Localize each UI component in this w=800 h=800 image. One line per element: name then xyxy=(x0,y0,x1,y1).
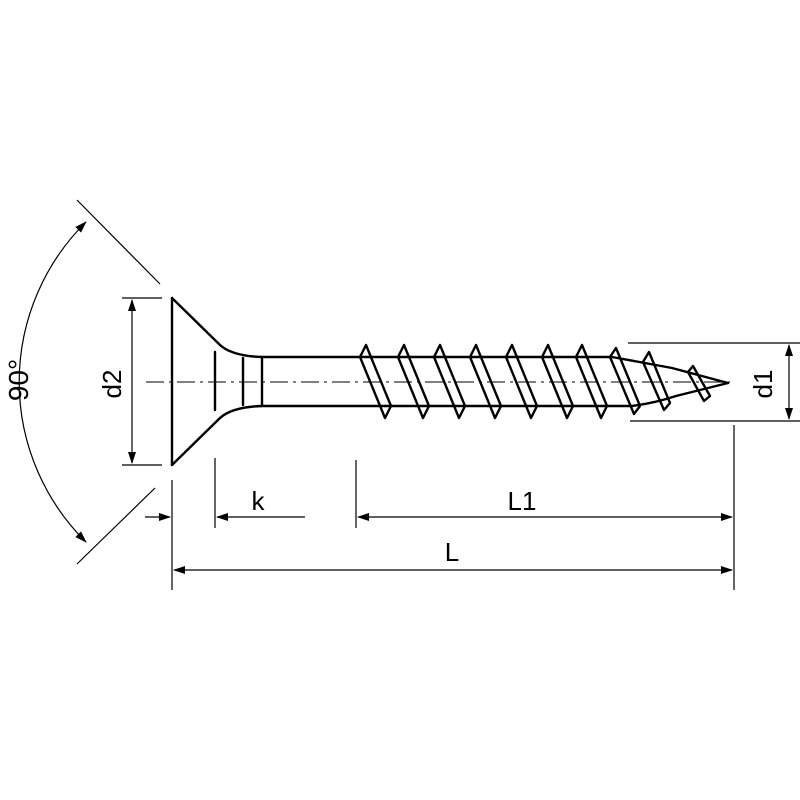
total-length-dimension: L xyxy=(173,537,733,574)
d2-label: d2 xyxy=(97,370,127,399)
tip-upper xyxy=(610,355,730,385)
thread-tooth xyxy=(396,343,431,420)
l1-label: L1 xyxy=(508,486,537,516)
thread-tooth xyxy=(608,346,642,416)
thread-tooth xyxy=(686,364,712,403)
thread-tooth xyxy=(432,343,467,420)
k-label: k xyxy=(252,486,266,516)
thread-diameter-dimension: d1 xyxy=(628,342,800,422)
angle-label: 90° xyxy=(3,359,34,401)
head-cone-lower xyxy=(170,404,264,467)
head-height-dimension: k xyxy=(145,458,305,590)
angle-arc xyxy=(18,221,87,543)
thread-length-dimension: L1 xyxy=(355,425,735,590)
thread-tooth xyxy=(468,343,503,420)
tip-lower xyxy=(630,381,730,408)
thread-tooth xyxy=(540,343,575,420)
angle-extension-lower xyxy=(76,487,156,565)
thread-tooth xyxy=(358,343,393,420)
head-diameter-dimension: d2 xyxy=(97,297,162,466)
head-cone-upper xyxy=(170,296,264,359)
l-label: L xyxy=(445,537,459,567)
thread-tooth xyxy=(641,350,672,412)
thread-teeth xyxy=(358,343,712,420)
thread-tooth xyxy=(504,343,539,420)
d1-label: d1 xyxy=(748,370,778,399)
angle-extension-upper xyxy=(76,199,161,285)
angle-dimension: 90° xyxy=(3,199,161,565)
thread-tooth xyxy=(574,343,609,420)
